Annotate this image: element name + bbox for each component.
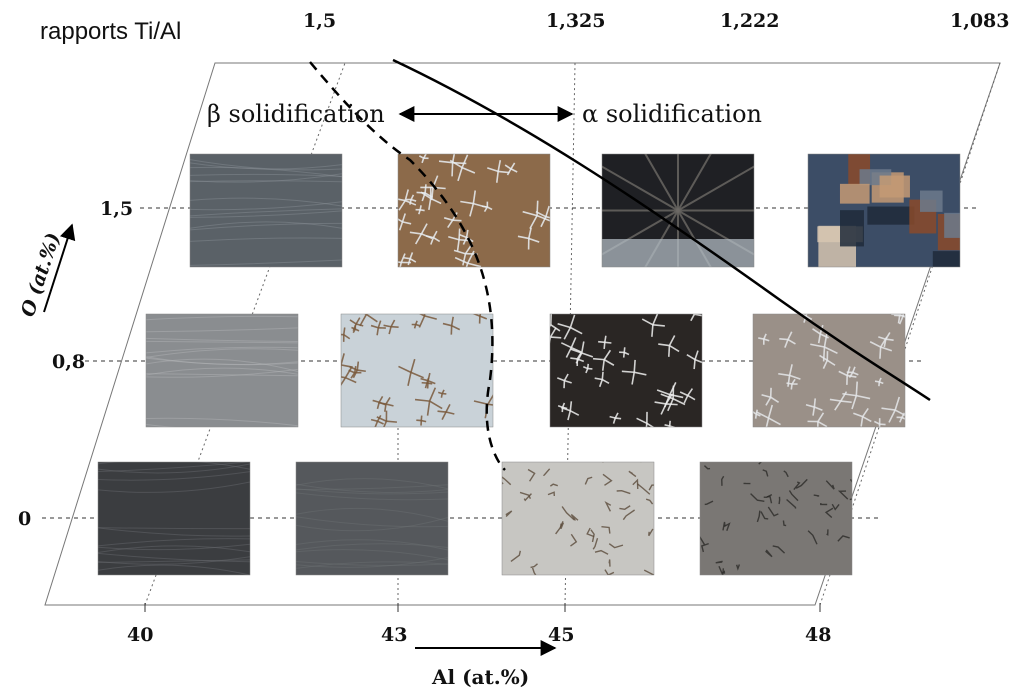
ti-al-ratio-4: 1,083 xyxy=(950,10,1010,32)
beta-solidification-label: β solidification xyxy=(207,100,385,128)
o-axis-title: O (at.%) xyxy=(17,230,65,319)
micrograph-o0-8-al43 xyxy=(340,313,494,428)
micrograph-o1-5-al48 xyxy=(807,153,961,268)
ti-al-ratio-1: 1,5 xyxy=(303,10,336,32)
al-axis-title: Al (at.%) xyxy=(431,665,529,689)
micrograph-o0-al43 xyxy=(295,461,449,576)
micrograph-o0-al48 xyxy=(699,461,853,576)
al-tick-48: 48 xyxy=(805,624,831,646)
al-tick-43: 43 xyxy=(381,624,407,646)
micrograph-o0-8-al40 xyxy=(145,313,299,428)
micrograph-grid xyxy=(97,153,961,576)
ti-al-ratio-2: 1,325 xyxy=(546,10,606,32)
micrograph-o0-al40 xyxy=(97,461,251,576)
o-axis-arrow xyxy=(43,223,76,313)
ti-al-ratio-label: rapports Ti/Al xyxy=(40,18,181,45)
composition-plane xyxy=(44,62,1001,606)
al-tick-40: 40 xyxy=(127,624,153,646)
micrograph-o0-al45 xyxy=(501,461,655,576)
micrograph-o0-8-al45 xyxy=(549,313,703,428)
ti-al-ratio-3: 1,222 xyxy=(720,10,780,32)
beta-alpha-boundary-dashed xyxy=(309,61,506,471)
alpha-solidification-label: α solidification xyxy=(582,100,762,128)
micrograph-o0-8-al48 xyxy=(752,313,906,428)
micrograph-o1-5-al43 xyxy=(397,153,551,268)
o-tick-1-5: 1,5 xyxy=(100,198,133,220)
al-tick-45: 45 xyxy=(548,624,574,646)
micrograph-o1-5-al45 xyxy=(601,153,755,268)
o-tick-0: 0 xyxy=(18,508,31,530)
micrograph-o1-5-al40 xyxy=(189,153,343,268)
o-tick-0-8: 0,8 xyxy=(52,351,85,373)
